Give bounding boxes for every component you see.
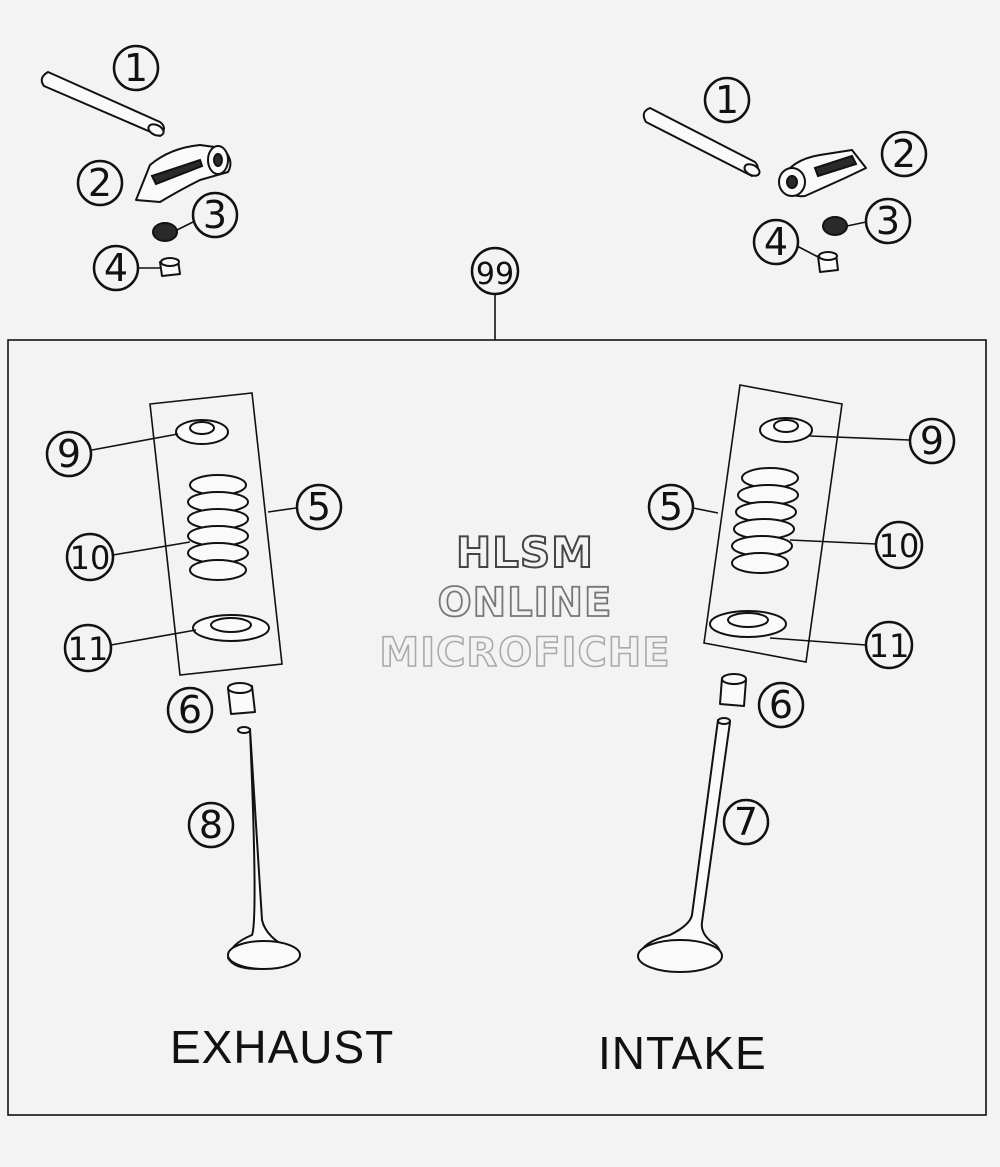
callout-left-6[interactable]: 6 (166, 686, 214, 734)
callout-assembly[interactable]: 99 (470, 246, 520, 296)
left-exhaust-valve (227, 726, 301, 970)
left-valve-spring (187, 474, 249, 581)
svg-text:11: 11 (869, 627, 910, 665)
intake-label: INTAKE (598, 1027, 767, 1079)
watermark-line-1: HLSM (455, 527, 594, 578)
watermark-line-2: ONLINE (437, 579, 613, 627)
callout-right-1[interactable]: 1 (703, 76, 751, 124)
svg-text:4: 4 (104, 246, 128, 290)
callout-left-5[interactable]: 5 (267, 483, 343, 531)
left-spring-kit-box (149, 392, 283, 676)
svg-text:10: 10 (70, 539, 111, 577)
right-pad (822, 216, 848, 236)
callout-right-6[interactable]: 6 (757, 681, 805, 729)
callout-right-10[interactable]: 10 (789, 520, 924, 570)
svg-text:3: 3 (876, 199, 900, 243)
callout-right-2[interactable]: 2 (880, 130, 928, 178)
exhaust-label: EXHAUST (170, 1021, 395, 1073)
svg-text:2: 2 (88, 161, 112, 205)
watermark-line-3: MICROFICHE (379, 629, 671, 677)
right-intake-valve (637, 717, 731, 973)
svg-text:1: 1 (715, 78, 739, 122)
assembly-frame (7, 339, 987, 1116)
right-spring-kit-box (703, 384, 843, 663)
right-top-retainer (759, 417, 813, 443)
left-bottom-seat (192, 614, 270, 642)
svg-text:1: 1 (124, 46, 148, 90)
callout-left-1[interactable]: 1 (112, 44, 160, 92)
callout-left-11[interactable]: 11 (63, 623, 197, 673)
right-valve-spring (731, 467, 799, 574)
svg-text:10: 10 (879, 527, 920, 565)
callout-right-5[interactable]: 5 (647, 483, 719, 531)
svg-text:5: 5 (307, 485, 331, 529)
callout-right-3[interactable]: 3 (846, 197, 912, 245)
svg-text:4: 4 (764, 220, 788, 264)
right-rocker-pin (642, 107, 761, 177)
svg-text:6: 6 (769, 683, 793, 727)
callout-right-11[interactable]: 11 (769, 620, 914, 670)
right-valve-seal (719, 673, 747, 707)
svg-text:5: 5 (659, 485, 683, 529)
callout-assembly-number: 99 (476, 257, 514, 292)
left-rocker-arm (135, 144, 232, 203)
callout-left-2[interactable]: 2 (76, 159, 124, 207)
svg-text:7: 7 (734, 800, 758, 844)
callout-left-9[interactable]: 9 (45, 430, 179, 478)
callout-left-4[interactable]: 4 (92, 244, 160, 292)
callout-left-3[interactable]: 3 (176, 191, 239, 239)
svg-text:9: 9 (57, 432, 81, 476)
svg-text:2: 2 (892, 132, 916, 176)
svg-text:8: 8 (199, 803, 223, 847)
left-valve-seal (227, 682, 256, 715)
svg-text:11: 11 (68, 630, 109, 668)
callout-left-10[interactable]: 10 (65, 532, 191, 582)
callout-right-7[interactable]: 7 (722, 798, 770, 846)
callout-right-9[interactable]: 9 (809, 417, 956, 465)
svg-text:3: 3 (203, 193, 227, 237)
left-sleeve (159, 257, 181, 277)
callout-right-4[interactable]: 4 (752, 218, 821, 266)
right-sleeve (817, 251, 839, 273)
right-bottom-seat (709, 610, 787, 638)
right-rocker-arm (778, 149, 867, 198)
left-top-retainer (175, 419, 229, 445)
left-rocker-pin (40, 71, 165, 137)
callout-left-8[interactable]: 8 (187, 801, 235, 849)
svg-text:9: 9 (920, 419, 944, 463)
svg-text:6: 6 (178, 688, 202, 732)
left-pad (152, 222, 178, 242)
